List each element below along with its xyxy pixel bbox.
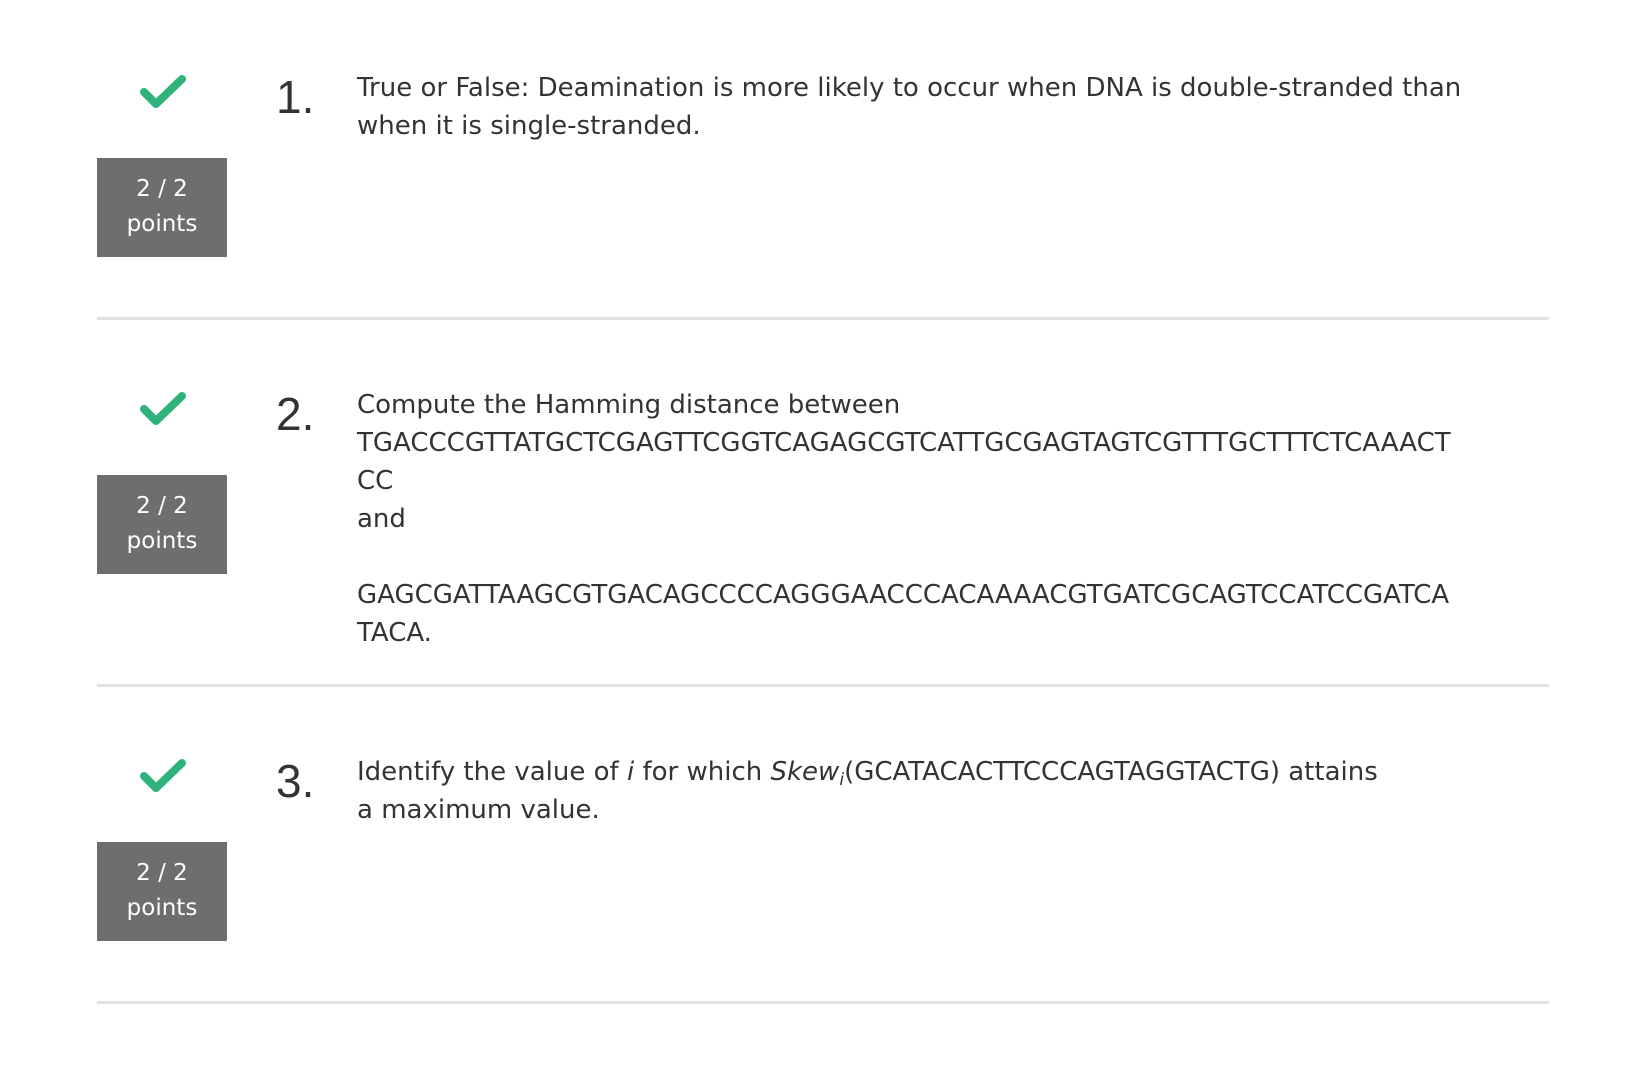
text-middle: for which bbox=[642, 757, 763, 787]
points-badge: 2 / 2 points bbox=[97, 475, 227, 574]
points-badge: 2 / 2 points bbox=[97, 158, 227, 257]
text-prefix: Identify the value of bbox=[357, 757, 619, 787]
points-label: points bbox=[126, 528, 198, 554]
question-body: True or False: Deamination is more likel… bbox=[357, 73, 1462, 141]
dna-sequence-1: TGACCCGTTATGCTCGAGTTCGGTCAGAGCGTCATTGCGA… bbox=[357, 428, 1451, 496]
divider bbox=[97, 1001, 1549, 1004]
check-icon bbox=[140, 391, 186, 427]
dna-sequence-2: GAGCGATTAAGCGTGACAGCCCCAGGGAACCCACAAAACG… bbox=[357, 580, 1450, 648]
variable-i: i bbox=[626, 757, 635, 787]
skew-function: Skewi bbox=[770, 757, 845, 790]
question-intro: Compute the Hamming distance between bbox=[357, 390, 901, 420]
function-subscript: i bbox=[839, 770, 845, 790]
points-score: 2 / 2 bbox=[136, 860, 188, 886]
points-score: 2 / 2 bbox=[136, 176, 188, 202]
divider bbox=[97, 684, 1549, 687]
points-score: 2 / 2 bbox=[136, 493, 188, 519]
function-argument: (GCATACACTTCCCAGTAGGTACTG) attains a max… bbox=[357, 757, 1378, 825]
question-body: Identify the value of i for which Skewi(… bbox=[357, 753, 1397, 829]
question-number: 3. bbox=[276, 755, 315, 807]
points-badge: 2 / 2 points bbox=[97, 842, 227, 941]
question-number: 1. bbox=[276, 71, 315, 123]
divider bbox=[97, 317, 1549, 320]
function-name: Skew bbox=[770, 757, 840, 787]
question-number: 2. bbox=[276, 388, 315, 440]
check-icon bbox=[140, 758, 186, 794]
points-label: points bbox=[126, 211, 198, 237]
check-icon bbox=[140, 74, 186, 110]
question-text: Identify the value of i for which Skewi(… bbox=[357, 753, 1397, 829]
points-label: points bbox=[126, 895, 198, 921]
question-text: Compute the Hamming distance between TGA… bbox=[357, 386, 1467, 652]
question-text: True or False: Deamination is more likel… bbox=[357, 69, 1467, 145]
question-and: and bbox=[357, 504, 406, 534]
